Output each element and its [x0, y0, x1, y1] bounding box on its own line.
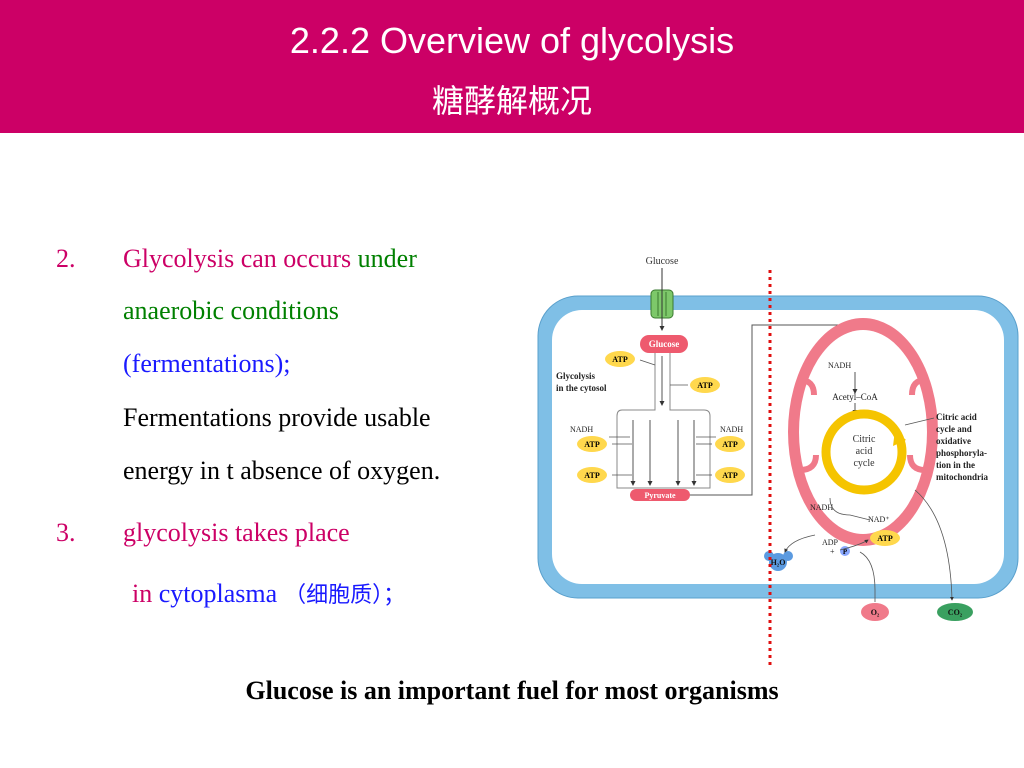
- point-3-line-2-b: cytoplasma: [158, 579, 278, 608]
- point-3-line-1: glycolysis takes place: [123, 518, 350, 547]
- glucose-outside-label: Glucose: [646, 256, 679, 267]
- point-2-line-1-a: Glycolysis can occurs: [123, 244, 358, 273]
- footer-caption: Glucose is an important fuel for most or…: [245, 676, 779, 705]
- svg-text:Pyruvate: Pyruvate: [644, 491, 676, 500]
- adp-label: ADP: [822, 538, 839, 547]
- point-2-number: 2.: [56, 244, 76, 273]
- slide-header: 2.2.2 Overview of glycolysis 糖酵解概况: [0, 0, 1024, 133]
- mito-side-label: Citric acid cycle and oxidative phosphor…: [936, 412, 989, 482]
- svg-text:ATP: ATP: [697, 381, 713, 390]
- svg-text:cycle: cycle: [853, 458, 875, 469]
- svg-text:ATP: ATP: [584, 471, 600, 480]
- svg-text:CO₂: CO₂: [948, 608, 963, 617]
- point-2-line-1: Glycolysis can occurs under: [123, 244, 417, 274]
- svg-text:Glucose: Glucose: [649, 339, 680, 349]
- citric-acid-cycle: [821, 409, 907, 495]
- svg-text:tion in the: tion in the: [936, 460, 975, 470]
- nadh-right-label: NADH: [720, 425, 743, 434]
- point-2-line-3: (fermentations);: [123, 349, 291, 378]
- point-2-line-4: Fermentations provide usable: [123, 403, 431, 432]
- point-2-line-5: energy in t absence of oxygen.: [123, 456, 441, 485]
- atp-badge-4: ATP: [715, 436, 745, 452]
- point-3-line-2: in cytoplasma （细胞质）；: [132, 579, 405, 611]
- point-3-line-2-a: in: [132, 579, 159, 608]
- svg-text:Citric: Citric: [853, 434, 876, 445]
- atp-badge-mito: ATP: [870, 530, 900, 546]
- mito-nadh-top: NADH: [828, 361, 851, 370]
- phosphate-badge: P: [840, 546, 850, 556]
- atp-badge-5: ATP: [577, 467, 607, 483]
- mitochondrion-inner: [799, 330, 927, 534]
- mito-nadh-bottom: NADH: [810, 503, 833, 512]
- slide-subtitle: 糖酵解概况: [431, 82, 592, 120]
- atp-badge-2: ATP: [690, 377, 720, 393]
- glycolysis-pathway: [616, 353, 711, 489]
- co2-molecule: CO₂: [937, 603, 973, 621]
- point-2-line-2: anaerobic conditions: [123, 296, 339, 325]
- slide-title: 2.2.2 Overview of glycolysis: [289, 20, 735, 61]
- svg-text:oxidative: oxidative: [936, 436, 971, 446]
- svg-text:O₂: O₂: [871, 608, 880, 617]
- svg-text:ATP: ATP: [722, 440, 738, 449]
- point-2-line-1-b: under: [357, 244, 417, 273]
- svg-text:ATP: ATP: [722, 471, 738, 480]
- point-3-number: 3.: [56, 518, 76, 547]
- svg-text:phosphoryla-: phosphoryla-: [936, 448, 987, 458]
- acetyl-coa-label: Acetyl–CoA: [832, 392, 878, 402]
- glucose-inside-box: [640, 335, 688, 353]
- nad-label: NAD⁺: [868, 515, 890, 524]
- svg-text:ATP: ATP: [612, 355, 628, 364]
- svg-text:ATP: ATP: [584, 440, 600, 449]
- svg-text:P: P: [843, 548, 848, 556]
- atp-badge-6: ATP: [715, 467, 745, 483]
- atp-badge-3: ATP: [577, 436, 607, 452]
- o2-molecule: O₂: [861, 603, 889, 621]
- svg-text:ATP: ATP: [877, 534, 893, 543]
- svg-text:mitochondria: mitochondria: [936, 472, 989, 482]
- glycolysis-label-1: Glycolysis: [556, 371, 595, 381]
- atp-badge-1: ATP: [605, 351, 635, 367]
- glycolysis-label-2: in the cytosol: [556, 383, 607, 393]
- pyruvate-box: [630, 489, 690, 501]
- svg-text:acid: acid: [856, 446, 873, 457]
- point-3-line-2-c: （细胞质）；: [277, 583, 406, 608]
- nadh-left-label: NADH: [570, 425, 593, 434]
- svg-text:H₂O: H₂O: [771, 558, 786, 567]
- plus-label: +: [830, 547, 835, 556]
- svg-text:cycle and: cycle and: [936, 424, 972, 434]
- svg-text:Citric acid: Citric acid: [936, 412, 977, 422]
